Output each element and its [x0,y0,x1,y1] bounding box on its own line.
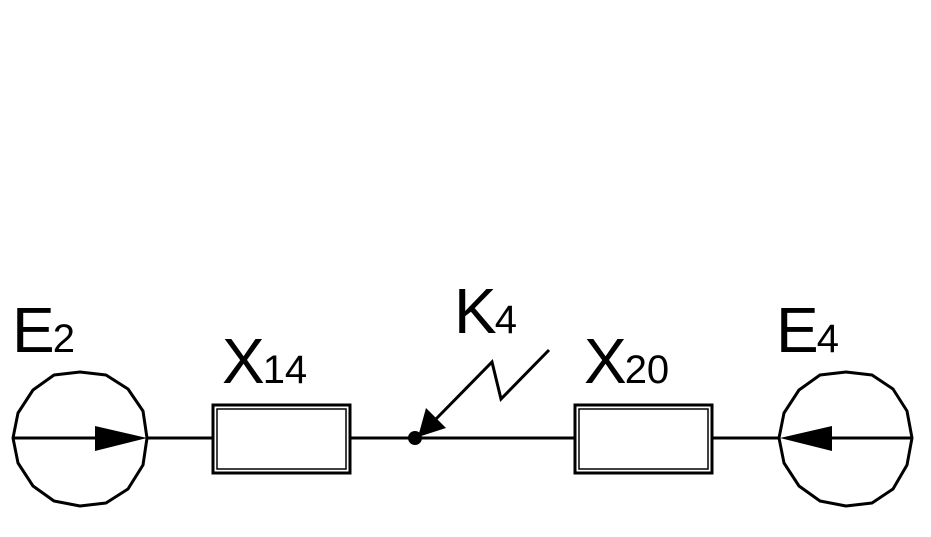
source-left [11,370,149,508]
source-right-label: E4 [776,294,839,366]
source-right-circle [777,370,914,508]
reactance-right [573,403,714,475]
fault-node [408,431,422,445]
reactance-left [211,403,352,475]
fault-point-label: K4 [454,275,517,347]
source-right [777,370,914,508]
source-left-label: E2 [12,294,75,366]
source-left-arrow [95,426,147,451]
fault-arrow [418,348,551,437]
source-right-arrow [780,426,832,451]
reactance-left-label: X14 [222,325,307,397]
reactance-right-label: X20 [584,325,669,397]
